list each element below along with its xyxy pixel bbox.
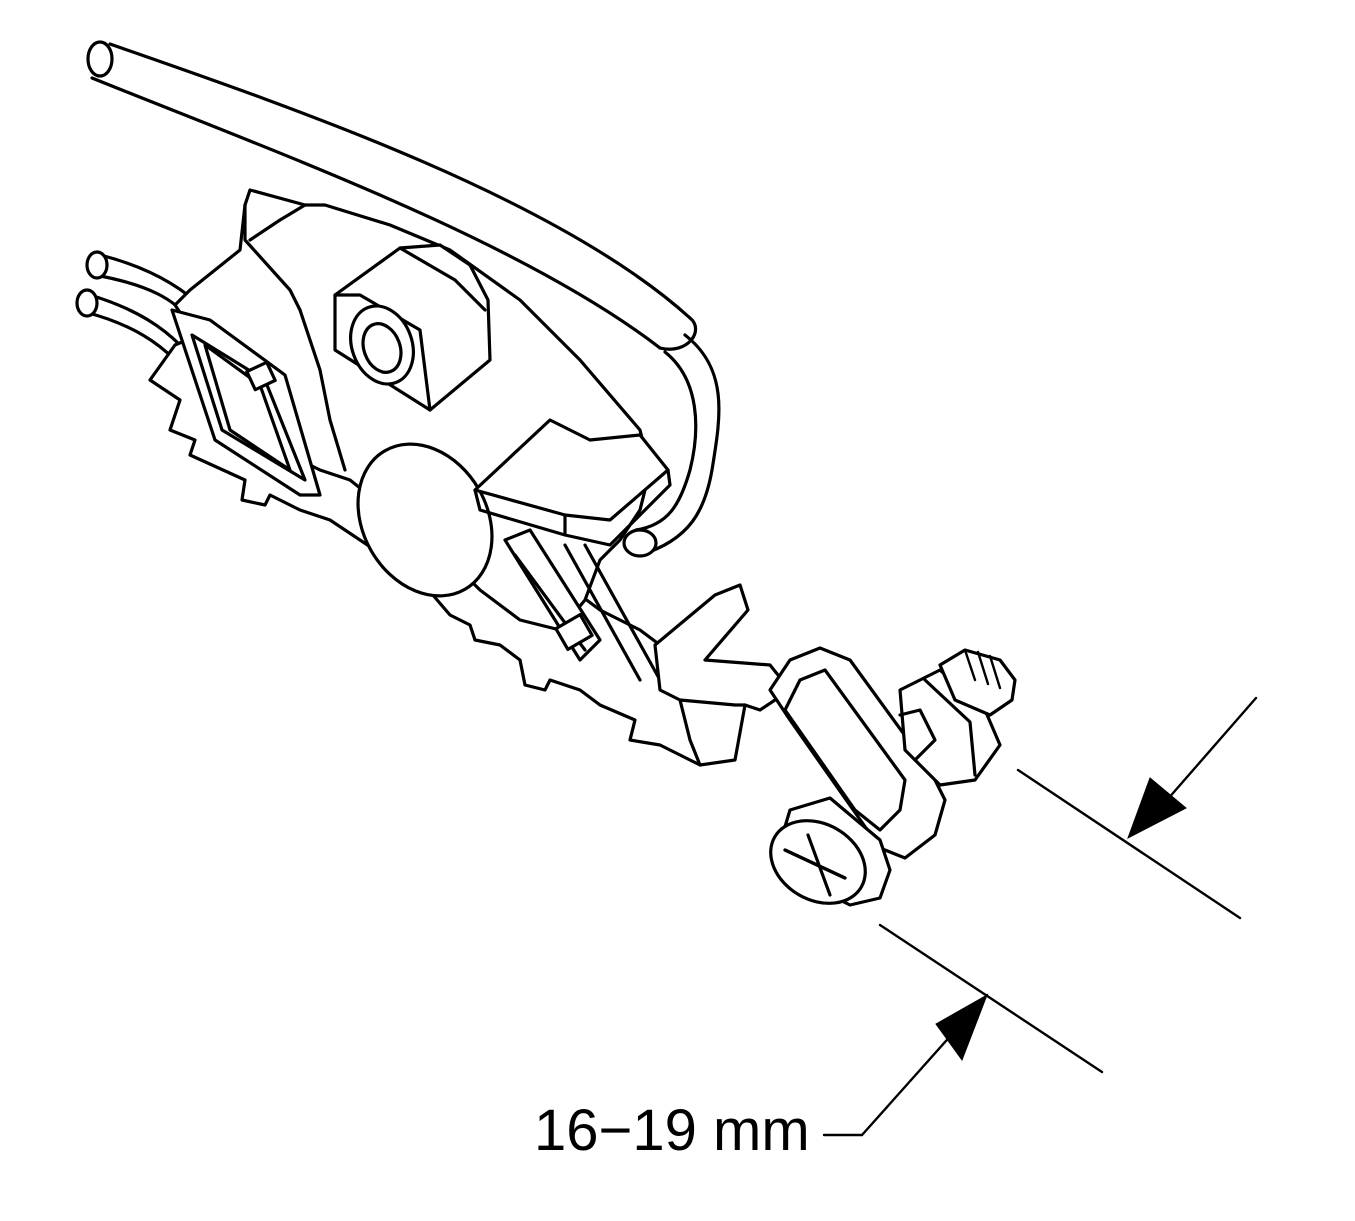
adjusting-link bbox=[768, 646, 947, 860]
mounting-boss bbox=[333, 243, 492, 412]
dimension-label: 16−19 mm bbox=[534, 1098, 810, 1163]
bracket-arm bbox=[653, 583, 792, 767]
upper-dimension-arrow bbox=[1127, 777, 1187, 840]
lower-dimension-arrow bbox=[935, 993, 988, 1062]
guide-rails bbox=[503, 528, 662, 682]
dimension-lines bbox=[822, 696, 1258, 1137]
phillips-screw bbox=[769, 796, 892, 907]
actuator-rod bbox=[622, 333, 721, 558]
slider-block bbox=[473, 418, 672, 547]
threaded-stud bbox=[898, 648, 1017, 787]
connector-window bbox=[170, 308, 322, 497]
